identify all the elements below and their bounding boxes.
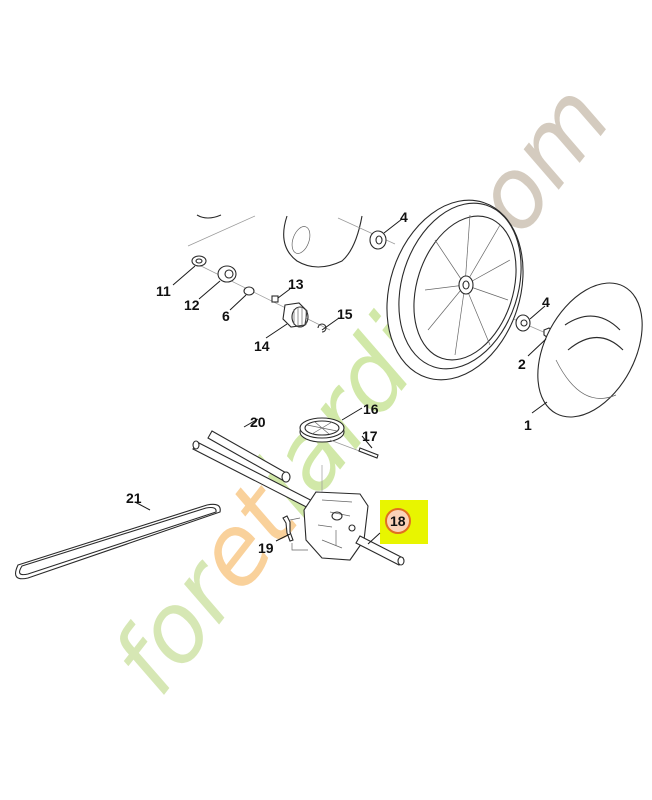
callout-labels: 1 2 4 4 6 11 12 13 14 15 16 17 18 19 20 … xyxy=(126,209,550,556)
leader-lines xyxy=(134,218,548,542)
label-21: 21 xyxy=(126,490,142,506)
part-14-pinion xyxy=(282,302,309,328)
part-21-belt xyxy=(15,503,221,580)
part-18-highlight[interactable] xyxy=(367,500,428,545)
label-20: 20 xyxy=(250,414,266,430)
label-15: 15 xyxy=(337,306,353,322)
part-11-washer xyxy=(191,255,207,267)
label-19: 19 xyxy=(258,540,274,556)
pulley-axis xyxy=(329,439,363,453)
label-16: 16 xyxy=(363,401,379,417)
label-18[interactable]: 18 xyxy=(390,513,406,529)
label-11: 11 xyxy=(156,283,171,299)
part-6-ring xyxy=(243,286,255,296)
part-4-bearing-inner xyxy=(369,230,387,250)
label-4: 4 xyxy=(542,294,550,310)
part-12-bearing xyxy=(217,265,237,283)
highlight-circle xyxy=(385,508,411,534)
part-4-bearing-outer xyxy=(515,314,531,332)
label-2: 2 xyxy=(518,356,526,372)
label-6: 6 xyxy=(222,308,230,324)
label-4-top: 4 xyxy=(400,209,408,225)
part-18-transmission xyxy=(303,465,405,566)
label-17: 17 xyxy=(362,428,378,444)
part-1-hubcap xyxy=(537,282,643,418)
label-14: 14 xyxy=(254,338,270,354)
part-16-pulley xyxy=(299,417,345,443)
label-12: 12 xyxy=(184,297,200,313)
part-15-clip xyxy=(317,323,327,333)
label-1: 1 xyxy=(524,417,532,433)
cropped-parts-top xyxy=(187,214,396,268)
part-19-lever xyxy=(282,515,308,551)
part-17-pin xyxy=(358,447,379,459)
part-13-key xyxy=(271,295,279,303)
label-13: 13 xyxy=(288,276,304,292)
wheel xyxy=(386,199,524,381)
